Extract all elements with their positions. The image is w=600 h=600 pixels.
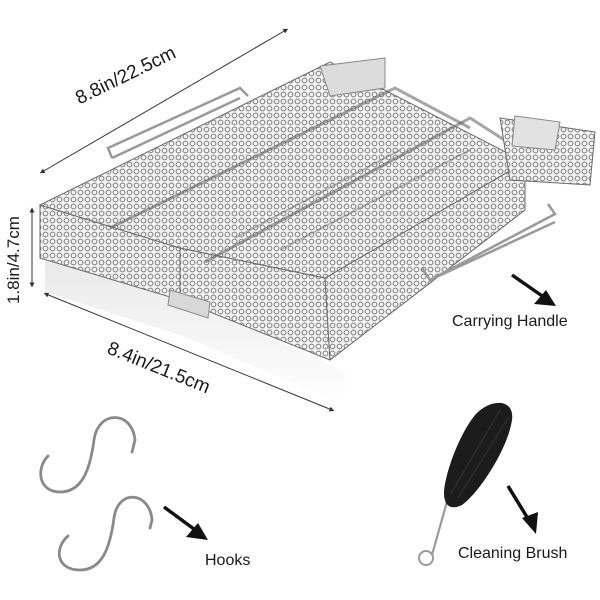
dimension-line-bottom xyxy=(43,292,335,412)
s-hooks xyxy=(39,416,154,572)
carrying-handle xyxy=(106,86,557,282)
cleaning-brush-label: Cleaning Brush xyxy=(458,545,568,562)
dimension-height: 1.8in/4.7cm xyxy=(4,216,23,304)
dimension-line-top xyxy=(39,28,289,174)
cleaning-brush-arrow xyxy=(506,485,538,534)
cleaning-brush xyxy=(418,402,513,566)
smoker-tray xyxy=(38,57,596,361)
hooks-label: Hooks xyxy=(205,552,251,569)
tray-shadow xyxy=(45,258,345,405)
hooks-arrow xyxy=(162,505,208,540)
carrying-handle-arrow xyxy=(511,273,556,306)
carrying-handle-label: Carrying Handle xyxy=(452,313,568,330)
